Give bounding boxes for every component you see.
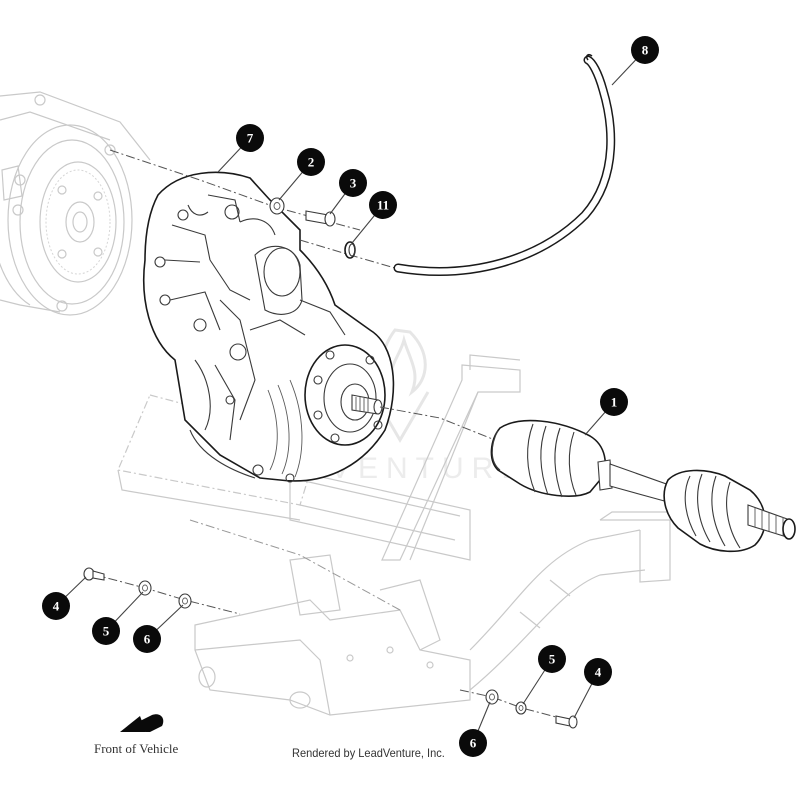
washer-part-6-left bbox=[178, 593, 192, 609]
bolt-part-4-right bbox=[555, 715, 578, 729]
washer-part-5-left bbox=[138, 580, 152, 596]
callout-number: 5 bbox=[103, 624, 110, 639]
render-credit: Rendered by LeadVenture, Inc. bbox=[292, 746, 445, 760]
vehicle-frame bbox=[117, 354, 682, 716]
callout-6-right[interactable]: 6 bbox=[459, 729, 487, 757]
callout-number: 11 bbox=[377, 198, 389, 213]
callout-5-right[interactable]: 5 bbox=[538, 645, 566, 673]
callout-4-left[interactable]: 4 bbox=[42, 592, 70, 620]
washer-part-2 bbox=[269, 197, 285, 215]
callout-4-right[interactable]: 4 bbox=[584, 658, 612, 686]
vent-hose-part-8 bbox=[393, 53, 616, 276]
transaxle-housing bbox=[142, 171, 395, 483]
callout-number: 4 bbox=[595, 665, 602, 680]
callout-1[interactable]: 1 bbox=[600, 388, 628, 416]
front-of-vehicle-label: Front of Vehicle bbox=[94, 741, 179, 756]
callout-7[interactable]: 7 bbox=[236, 124, 264, 152]
front-direction-arrow-icon bbox=[120, 714, 164, 732]
callout-8[interactable]: 8 bbox=[631, 36, 659, 64]
bolt-part-3 bbox=[305, 210, 336, 227]
callout-number: 1 bbox=[611, 395, 618, 410]
drive-axle-part-1 bbox=[379, 406, 796, 553]
callout-number: 8 bbox=[642, 43, 649, 58]
callout-number: 6 bbox=[470, 736, 477, 751]
washer-part-6-right bbox=[485, 689, 499, 705]
callout-2[interactable]: 2 bbox=[297, 148, 325, 176]
bolt-part-4-left bbox=[83, 567, 105, 581]
callout-3[interactable]: 3 bbox=[339, 169, 367, 197]
callout-number: 2 bbox=[308, 155, 315, 170]
washer-part-5-right bbox=[515, 701, 527, 715]
callout-6-left[interactable]: 6 bbox=[133, 625, 161, 653]
callout-number: 7 bbox=[247, 131, 254, 146]
callout-number: 3 bbox=[350, 176, 357, 191]
callout-5-left[interactable]: 5 bbox=[92, 617, 120, 645]
lower-right-fasteners bbox=[459, 689, 578, 729]
lower-left-fasteners bbox=[83, 567, 241, 615]
callout-number: 5 bbox=[549, 652, 556, 667]
clip-part-11 bbox=[344, 241, 356, 259]
callout-number: 4 bbox=[53, 599, 60, 614]
electric-motor bbox=[0, 91, 151, 316]
callout-11[interactable]: 11 bbox=[369, 191, 397, 219]
upper-fasteners bbox=[109, 149, 396, 269]
callout-number: 6 bbox=[144, 632, 151, 647]
